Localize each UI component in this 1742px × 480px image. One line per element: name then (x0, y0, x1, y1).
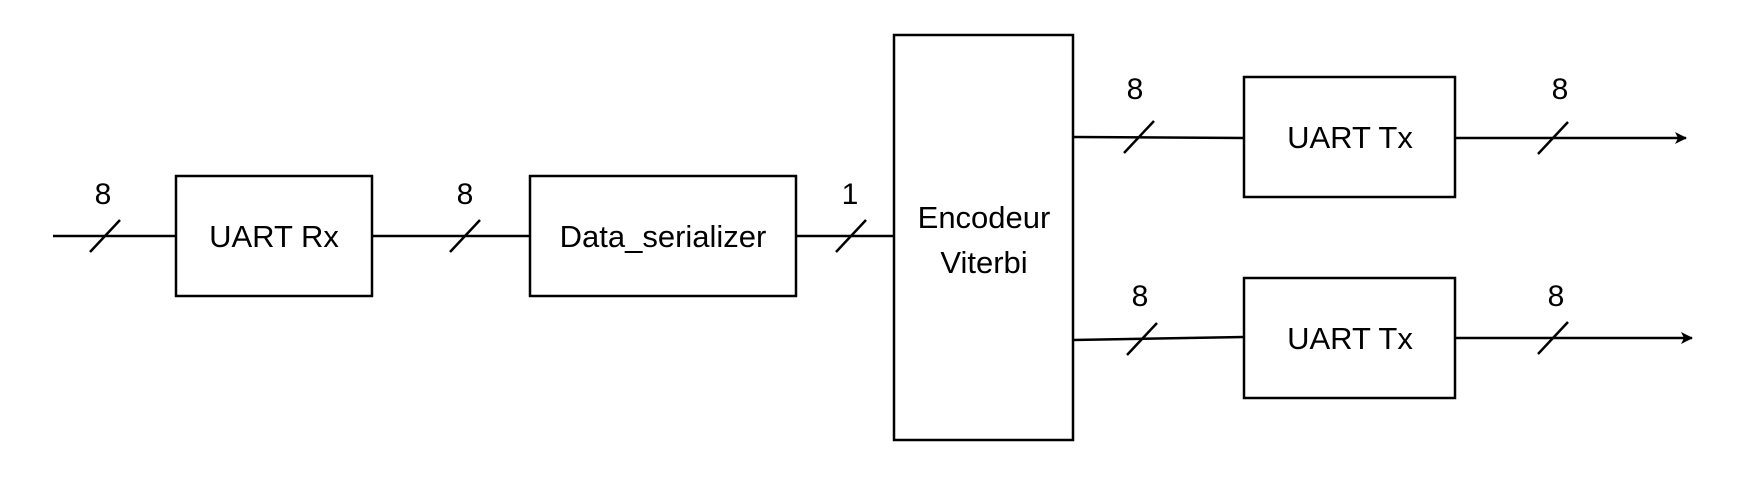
encoder-to-tx-bottom-bus-slash (1126, 322, 1158, 356)
encoder-to-tx-top-wire (1072, 135, 1245, 140)
tx-top-output-bus-width: 8 (1552, 73, 1569, 106)
uart-tx-top-label: UART Tx (1287, 120, 1413, 155)
input-bus-width: 8 (95, 178, 112, 211)
data-serializer-block (528, 174, 798, 298)
uart-tx-bottom-label: UART Tx (1287, 321, 1413, 356)
encoder-to-tx-bottom-wire (1072, 335, 1245, 342)
rx-to-serializer-bus-width: 8 (457, 178, 474, 211)
input-bus-slash (89, 219, 121, 253)
encoder-to-tx-top-bus-slash (1123, 120, 1155, 154)
viterbi-encoder-block (892, 33, 1075, 442)
uart-rx-label: UART Rx (209, 219, 339, 254)
uart-tx-bottom-block (1242, 276, 1457, 400)
viterbi-encoder-label-line1: Encodeur (918, 200, 1051, 235)
serializer-to-encoder-bus-width: 1 (842, 178, 859, 211)
uart-rx-block (174, 174, 374, 298)
encoder-to-tx-top-bus-width: 8 (1127, 73, 1144, 106)
serializer-to-encoder-bus-slash (835, 219, 867, 253)
uart-tx-top-block (1242, 75, 1457, 199)
data-serializer-label: Data_serializer (560, 219, 767, 254)
tx-top-output-bus-slash (1537, 121, 1569, 155)
tx-bottom-output-bus-width: 8 (1548, 280, 1565, 313)
encoder-to-tx-bottom-bus-width: 8 (1132, 280, 1149, 313)
viterbi-encoder-label-line2: Viterbi (940, 245, 1027, 280)
rx-to-serializer-bus-slash (449, 219, 481, 253)
tx-bottom-output-bus-slash (1537, 321, 1569, 355)
